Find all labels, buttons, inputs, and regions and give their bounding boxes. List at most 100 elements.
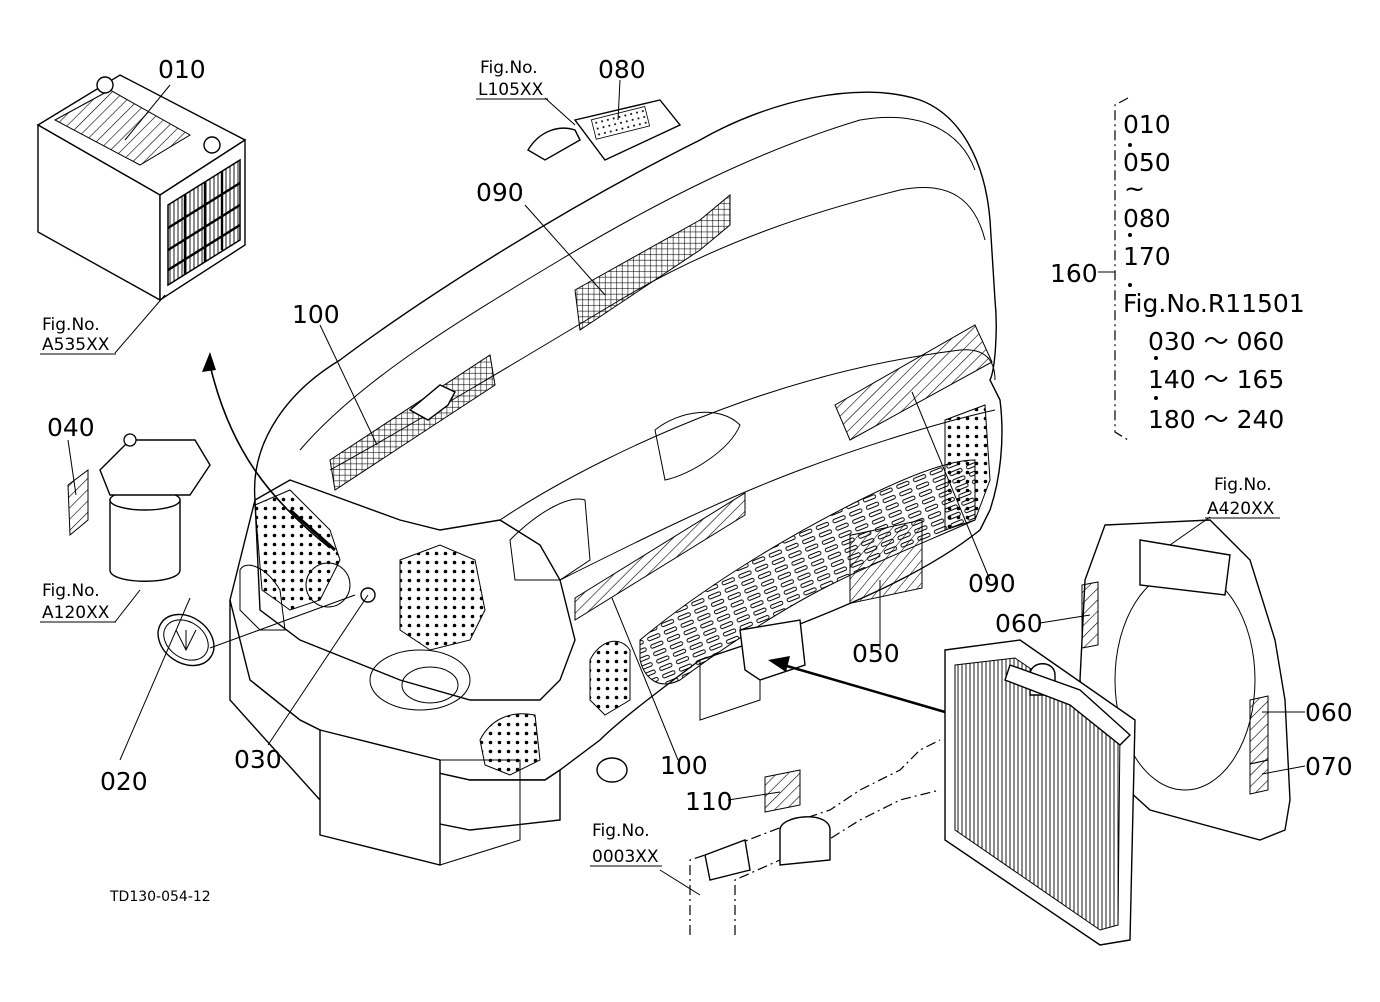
arrow-hood-stripe bbox=[289, 508, 336, 552]
battery-side-grid bbox=[167, 171, 241, 275]
fig-ref-fuel-filter: Fig.No. A120XX bbox=[40, 581, 116, 623]
arrow-radiator-head bbox=[768, 656, 790, 672]
decal-090-top bbox=[574, 193, 731, 331]
callout-110: 110 bbox=[685, 787, 733, 816]
fig-ref-fuel-filter-prefix: Fig.No. bbox=[42, 581, 100, 601]
radiator-core bbox=[954, 657, 1121, 931]
front-grille-right bbox=[399, 544, 486, 651]
callout-090-top: 090 bbox=[476, 178, 524, 207]
fig-ref-top-plate: Fig.No. L105XX bbox=[476, 58, 548, 100]
headlight-right-lens bbox=[401, 666, 459, 704]
hood-support-bracket bbox=[739, 619, 806, 681]
decal-060-side bbox=[1249, 695, 1269, 765]
set-list-line-8: 140 ～ 165 bbox=[1148, 365, 1284, 394]
battery-terminal-pos bbox=[96, 76, 114, 94]
callout-160: 160 bbox=[1050, 259, 1098, 288]
fig-ref-top-plate-prefix: Fig.No. bbox=[480, 58, 538, 78]
frame-lug bbox=[704, 839, 751, 881]
fig-ref-frame: Fig.No. 0003XX bbox=[590, 821, 662, 867]
callout-060-right: 060 bbox=[1305, 698, 1353, 727]
headlight-left bbox=[239, 564, 286, 631]
arrows bbox=[202, 352, 946, 714]
fig-ref-top-plate-code: L105XX bbox=[478, 80, 544, 100]
callout-070: 070 bbox=[1305, 752, 1353, 781]
set-list: 010 050 ~ 080 170 Fig.No.R11501 030 ～ 06… bbox=[1123, 110, 1305, 434]
callout-030: 030 bbox=[234, 745, 282, 774]
decal-brand-side bbox=[834, 324, 993, 441]
callout-060-left: 060 bbox=[995, 609, 1043, 638]
fuel-filter-head bbox=[99, 439, 211, 496]
leader-lines bbox=[67, 79, 1306, 896]
fig-ref-radiator-prefix: Fig.No. bbox=[1214, 475, 1272, 495]
emblem-mount bbox=[305, 562, 351, 608]
radiator-top-tank bbox=[1004, 664, 1132, 746]
radiator-assembly bbox=[944, 519, 1291, 946]
fan-shroud-top-bracket bbox=[1139, 539, 1231, 596]
callout-090-side: 090 bbox=[968, 569, 1016, 598]
front-weight-bracket-side bbox=[439, 759, 521, 866]
set-list-line-2: 050 bbox=[1123, 148, 1171, 177]
decal-110 bbox=[764, 769, 801, 813]
fig-ref-frame-code: 0003XX bbox=[592, 847, 659, 867]
set-list-line-9: 180 ～ 240 bbox=[1148, 405, 1284, 434]
set-list-line-3: ~ bbox=[1124, 174, 1145, 203]
arrow-battery-head bbox=[202, 352, 216, 372]
fuel-filter bbox=[67, 433, 211, 582]
side-window-opening bbox=[509, 498, 591, 581]
arrow-battery-curve bbox=[209, 364, 331, 549]
fuel-filter-bowl bbox=[109, 499, 181, 582]
decal-010 bbox=[53, 89, 191, 166]
emblem-logo-mark bbox=[175, 629, 197, 652]
frame-part bbox=[689, 739, 941, 935]
hood-decals bbox=[329, 193, 993, 621]
fig-ref-radiator-code: A420XX bbox=[1207, 499, 1275, 519]
fig-references: Fig.No. A535XX Fig.No. A120XX Fig.No. L1… bbox=[40, 58, 1280, 867]
decal-070 bbox=[1249, 759, 1269, 795]
set-list-bracket bbox=[1114, 97, 1129, 441]
emblem-part bbox=[157, 613, 215, 667]
front-bumper bbox=[229, 599, 561, 831]
set-list-bullets bbox=[1128, 143, 1158, 400]
emblem-inner bbox=[163, 619, 209, 661]
side-handle-recess bbox=[654, 411, 741, 481]
callout-labels: 010 020 030 040 050 060 060 070 080 090 … bbox=[47, 55, 1353, 816]
callout-040: 040 bbox=[47, 413, 95, 442]
top-plate-part bbox=[527, 99, 682, 161]
fig-ref-battery-code: A535XX bbox=[42, 335, 110, 355]
hood-top-ridge bbox=[299, 116, 976, 451]
set-list-line-6: Fig.No.R11501 bbox=[1123, 289, 1305, 318]
set-list-line-7: 030 ～ 060 bbox=[1148, 327, 1284, 356]
front-grille-left bbox=[254, 489, 341, 611]
set-list-line-4: 080 bbox=[1123, 204, 1171, 233]
fender-vent bbox=[589, 640, 631, 716]
callout-100-top: 100 bbox=[292, 300, 340, 329]
callout-050: 050 bbox=[852, 639, 900, 668]
top-plate-bracket bbox=[527, 127, 581, 161]
hood-support-leg bbox=[699, 660, 761, 721]
set-list-line-1: 010 bbox=[1123, 110, 1171, 139]
callout-020: 020 bbox=[100, 767, 148, 796]
decal-040 bbox=[67, 469, 89, 537]
decal-050 bbox=[849, 519, 923, 604]
battery bbox=[36, 74, 247, 302]
decal-100-side bbox=[574, 492, 746, 621]
drawing-code: TD130-054-12 bbox=[109, 889, 211, 905]
callout-100-bottom: 100 bbox=[660, 751, 708, 780]
set-list-line-5: 170 bbox=[1123, 242, 1171, 271]
exhaust-pipe-end bbox=[596, 757, 628, 783]
frame-boss bbox=[779, 816, 831, 866]
fig-ref-fuel-filter-code: A120XX bbox=[42, 603, 110, 623]
headlight-right bbox=[369, 649, 471, 711]
fig-ref-radiator: Fig.No. A420XX bbox=[1205, 475, 1280, 519]
battery-terminal-neg bbox=[203, 136, 221, 154]
fig-ref-frame-prefix: Fig.No. bbox=[592, 821, 650, 841]
frame-outline bbox=[689, 739, 941, 935]
fig-ref-battery: Fig.No. A535XX bbox=[40, 315, 116, 355]
fuel-filter-bolt bbox=[123, 433, 137, 447]
hood-side-lower-contour bbox=[559, 409, 996, 581]
callout-010: 010 bbox=[158, 55, 206, 84]
side-louvre-grille bbox=[639, 459, 976, 685]
arrow-radiator-line bbox=[779, 662, 946, 714]
hood-latch bbox=[408, 384, 456, 421]
